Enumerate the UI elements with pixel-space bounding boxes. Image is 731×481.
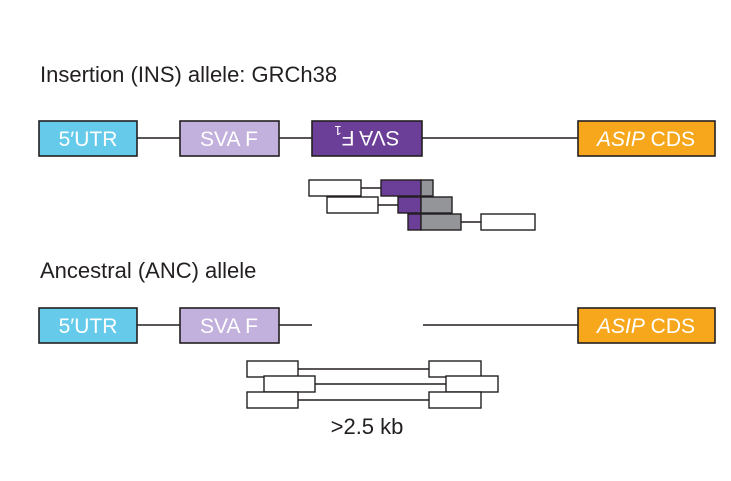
anc-read-1-left bbox=[246, 360, 299, 378]
anc-read-1-right bbox=[428, 360, 482, 378]
ins-read-2-right-purple bbox=[397, 196, 422, 214]
ins-utr-box: 5′UTR bbox=[38, 120, 138, 157]
anc-asip-cds-box: ASIP CDS bbox=[577, 307, 716, 344]
ins-read-2-left bbox=[326, 196, 379, 214]
ins-read-pair-1 bbox=[308, 179, 434, 197]
ins-read-3-right bbox=[480, 213, 536, 231]
ins-sva-f1-label: SVA F1 bbox=[334, 123, 399, 149]
anc-read-pair-2 bbox=[263, 375, 499, 393]
anc-read-pair-1 bbox=[246, 360, 482, 378]
insertion-allele-heading: Insertion (INS) allele: GRCh38 bbox=[40, 62, 337, 87]
ancestral-allele-heading: Ancestral (ANC) allele bbox=[40, 258, 256, 283]
ins-read-1-left bbox=[308, 179, 362, 197]
anc-read-3-left bbox=[246, 391, 299, 409]
anc-asip-cds-label: ASIP CDS bbox=[595, 315, 695, 338]
ins-sva-f-label: SVA F bbox=[200, 128, 258, 151]
ins-sva-f1-box: SVA F1 bbox=[311, 120, 423, 157]
ins-read-2-right-gray bbox=[420, 196, 453, 214]
ins-utr-label: 5′UTR bbox=[59, 128, 118, 151]
ins-read-3-left-gray bbox=[420, 213, 462, 231]
anc-utr-box: 5′UTR bbox=[38, 307, 138, 344]
anc-utr-label: 5′UTR bbox=[59, 315, 118, 338]
ins-asip-cds-box: ASIP CDS bbox=[577, 120, 716, 157]
anc-sva-f-box: SVA F bbox=[179, 307, 280, 344]
anc-read-pair-3 bbox=[246, 391, 482, 409]
ins-sva-f-box: SVA F bbox=[179, 120, 280, 157]
gap-size-label: >2.5 kb bbox=[331, 414, 404, 439]
ins-read-3-left-purple bbox=[407, 213, 422, 231]
ins-read-1-right-gray bbox=[420, 179, 434, 197]
anc-read-2-right bbox=[445, 375, 499, 393]
ins-read-pair-2 bbox=[326, 196, 453, 214]
ins-read-pair-3 bbox=[407, 213, 536, 231]
anc-read-2-left bbox=[263, 375, 316, 393]
ins-asip-cds-label: ASIP CDS bbox=[595, 128, 695, 151]
ins-read-1-right-purple bbox=[380, 179, 422, 197]
anc-sva-f-label: SVA F bbox=[200, 315, 258, 338]
anc-read-3-right bbox=[428, 391, 482, 409]
